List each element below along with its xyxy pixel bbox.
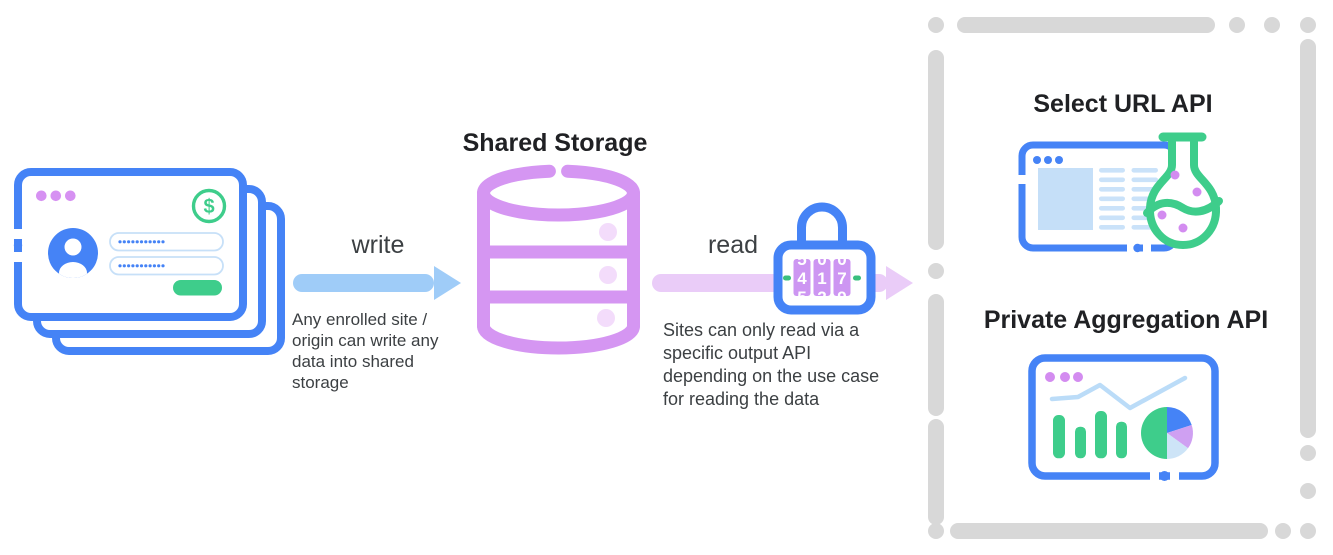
content-thumbnail — [1038, 168, 1093, 230]
padlock-icon: 5 0 0 4 1 7 5 2 9 — [773, 202, 876, 315]
database-icon — [477, 164, 640, 355]
output-boundary-dashed-border — [928, 17, 1316, 539]
lock-digit: 7 — [837, 269, 846, 288]
read-description: Sites can only read via a specific outpu… — [663, 320, 880, 409]
read-arrow-label: read — [707, 231, 759, 259]
browser-window-icon — [1016, 141, 1179, 253]
lock-dials: 5 0 0 4 1 7 5 2 9 — [793, 250, 851, 307]
lock-digit-partial: 5 — [797, 288, 806, 307]
window-controls-dots — [1045, 372, 1083, 382]
flask-bubbles — [1157, 170, 1202, 233]
write-arrow-icon — [293, 266, 461, 300]
password-input — [109, 232, 224, 252]
password-input — [109, 256, 224, 276]
bar-chart — [1053, 411, 1127, 459]
window-controls-dots — [36, 190, 76, 202]
lock-digit-partial: 0 — [837, 250, 846, 269]
lock-digit-partial: 0 — [817, 250, 826, 269]
write-arrow-label: write — [351, 231, 405, 259]
shared-storage-title: Shared Storage — [462, 129, 648, 157]
line-chart — [1049, 375, 1188, 411]
flask-icon — [1143, 132, 1223, 249]
dollar-symbol: $ — [203, 196, 214, 218]
lock-shackle — [797, 202, 847, 252]
window-controls-dots — [1033, 156, 1063, 164]
avatar-icon — [48, 228, 98, 278]
login-button — [173, 280, 222, 296]
browser-stack-icon: $ — [13, 168, 285, 355]
write-description: Any enrolled site / origin can write any… — [292, 310, 439, 392]
flask-liquid-wave — [1143, 197, 1223, 217]
lock-digit-partial: 5 — [797, 250, 806, 269]
lock-digit: 1 — [817, 269, 826, 288]
pie-chart — [1141, 407, 1193, 459]
dashboard-icon — [1028, 354, 1219, 482]
lock-digit: 4 — [797, 269, 807, 288]
dollar-icon: $ — [191, 188, 227, 224]
text-lines — [1099, 168, 1158, 230]
lock-digit-partial: 9 — [837, 288, 846, 307]
select-url-api-title: Select URL API — [1033, 90, 1213, 118]
lock-digit-partial: 2 — [817, 288, 826, 307]
select-url-api-icon — [1016, 132, 1223, 253]
private-aggregation-api-title: Private Aggregation API — [983, 306, 1269, 334]
